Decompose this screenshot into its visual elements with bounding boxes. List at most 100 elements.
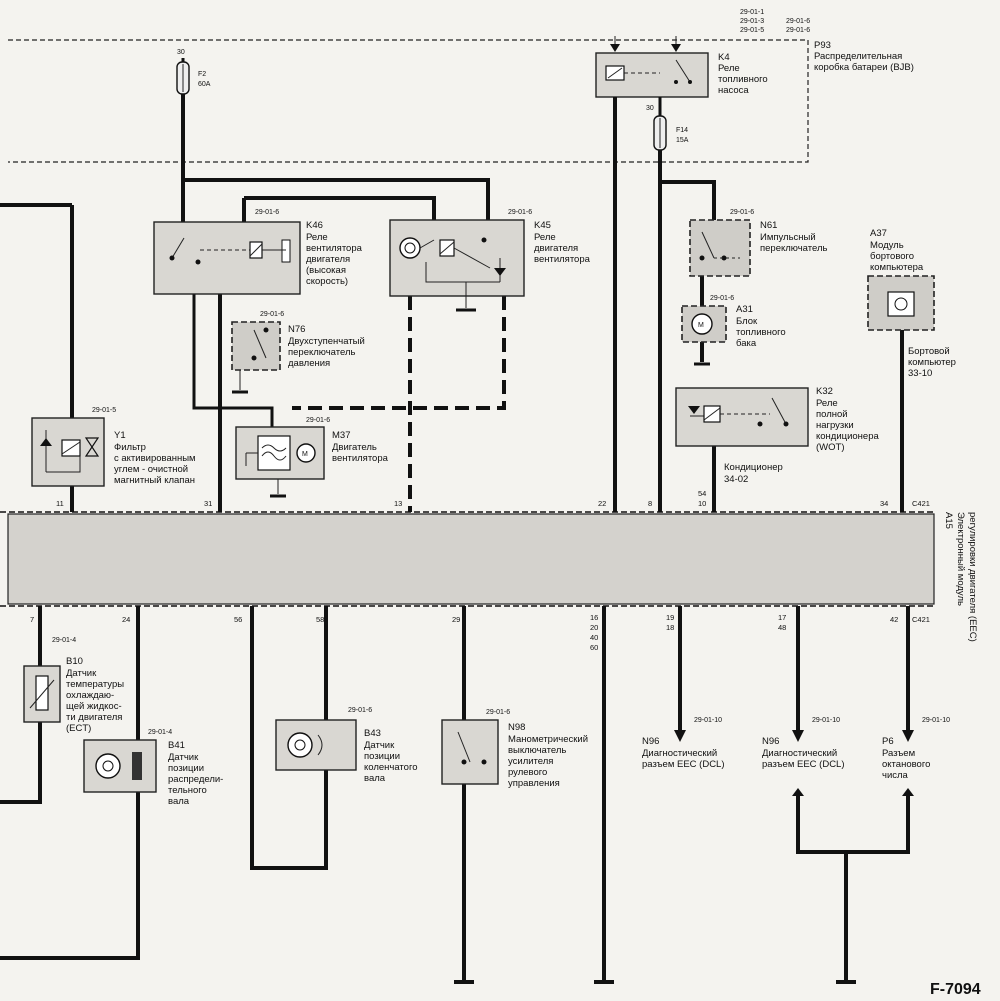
pin-top-13: 13	[394, 499, 402, 508]
relay-k32-name-5: (WOT)	[816, 442, 845, 453]
switch-n98-name-2: выключатель	[508, 745, 566, 756]
bjb-ref-5: 29-01-6	[786, 27, 810, 34]
pin-bottom-19: 19	[666, 613, 674, 622]
relay-k46-name-2: вентилятора	[306, 243, 363, 254]
connector-p6-plug-icon	[902, 788, 914, 796]
connector-p6-ref: 29-01-10	[922, 717, 950, 724]
fuse-f14-terminal: 30	[646, 105, 654, 112]
sensor-b10-name-5: ти двигателя	[66, 712, 122, 723]
connector-p6-name-2: октанового	[882, 759, 930, 770]
relay-k4-name-3: насоса	[718, 85, 749, 96]
connector-bottom: C421	[912, 615, 930, 624]
pin-bottom-20: 20	[590, 623, 598, 632]
onboard-ref-code: 33-10	[908, 368, 932, 379]
valve-y1-code: Y1	[114, 430, 126, 441]
connector-p6-icon	[902, 730, 914, 742]
relay-k32	[675, 387, 809, 447]
valve-y1-name-3: углем - очистной	[114, 464, 188, 475]
fuse-f2-rating: 60A	[198, 81, 211, 88]
sensor-b41-name-2: позиции	[168, 763, 204, 774]
upper-wires	[0, 97, 904, 512]
pin-bottom-18: 18	[666, 623, 674, 632]
sensor-b10	[23, 665, 61, 723]
relay-k4-code: K4	[718, 52, 730, 63]
relay-k46-name-4: (высокая	[306, 265, 346, 276]
sensor-b41-code: B41	[168, 740, 185, 751]
bjb-ref-3: 29-01-5	[740, 27, 764, 34]
fuse-f14	[653, 97, 667, 151]
onboard-ref-name-2: компьютер	[908, 357, 956, 368]
pump-a31-ref: 29-01-6	[710, 295, 734, 302]
switch-n61	[689, 219, 751, 277]
bjb-ref-4: 29-01-6	[786, 18, 810, 25]
switch-n98-code: N98	[508, 722, 525, 733]
relay-k45-name-3: вентилятора	[534, 254, 591, 265]
switch-n76	[231, 321, 281, 394]
bjb-ref-1: 29-01-1	[740, 9, 764, 16]
motor-m37-code: M37	[332, 430, 350, 441]
relay-k46-code: K46	[306, 220, 323, 231]
switch-n76-name-3: давления	[288, 358, 330, 369]
switch-n61-name-2: переключатель	[760, 243, 827, 254]
relay-k45-code: K45	[534, 220, 551, 231]
bjb-title-1: Распределительная	[814, 51, 902, 62]
relay-k45	[389, 219, 525, 312]
switch-n61-ref: 29-01-6	[730, 209, 754, 216]
pin-bottom-29: 29	[452, 615, 460, 624]
bjb-enclosure	[8, 39, 809, 163]
connector-n96a-name-1: Диагностический	[642, 748, 717, 759]
bjb-ref-2: 29-01-3	[740, 18, 764, 25]
sensor-b41-name-3: распредели-	[168, 774, 223, 785]
switch-n76-ref: 29-01-6	[260, 311, 284, 318]
relay-k46-name-5: скорость)	[306, 276, 348, 287]
connector-n96b-name-2: разъем EEC (DCL)	[762, 759, 845, 770]
pin-bottom-24: 24	[122, 615, 130, 624]
ecm-name-1: Электронный модуль	[955, 512, 966, 606]
connector-n96a-icon	[674, 730, 686, 742]
sensor-b41-ref: 29-01-4	[148, 729, 172, 736]
relay-k45-ref: 29-01-6	[508, 209, 532, 216]
relay-k45-name-1: Реле	[534, 232, 556, 243]
module-a37-name-1: Модуль	[870, 240, 904, 251]
svg-text:M: M	[698, 322, 704, 329]
fuse-f2-code: F2	[198, 71, 206, 78]
relay-k46-ref: 29-01-6	[255, 209, 279, 216]
valve-y1-name-1: Фильтр	[114, 442, 146, 453]
pump-a31-name-2: топливного	[736, 327, 786, 338]
sensor-b10-name-6: (ECT)	[66, 723, 91, 734]
connector-n96a-ref: 29-01-10	[694, 717, 722, 724]
motor-m37-ref: 29-01-6	[306, 417, 330, 424]
figure-id: F-7094	[930, 981, 981, 998]
motor-m37: M	[235, 426, 325, 498]
sensor-b10-name-1: Датчик	[66, 668, 97, 679]
relay-k32-name-4: кондиционера	[816, 431, 879, 442]
connector-n96b-code: N96	[762, 736, 779, 747]
switch-n98-name-3: усилителя	[508, 756, 553, 767]
sensor-b43-code: B43	[364, 728, 381, 739]
connector-n96a-name-2: разъем EEC (DCL)	[642, 759, 725, 770]
bjb-title-2: коробка батареи (BJB)	[814, 62, 914, 73]
module-a37	[867, 275, 935, 331]
onboard-ref-name-1: Бортовой	[908, 346, 950, 357]
pin-bottom-58: 58	[316, 615, 324, 624]
sensor-b41	[83, 739, 157, 793]
switch-n61-name-1: Импульсный	[760, 232, 816, 243]
switch-n98-name-1: Манометрический	[508, 734, 588, 745]
module-a37-name-2: бортового	[870, 251, 914, 262]
ecm-name-2: регулировки двигателя (EEC)	[967, 512, 978, 642]
relay-k32-name-1: Реле	[816, 398, 838, 409]
motor-m37-name-1: Двигатель	[332, 442, 377, 453]
fuse-f14-code: F14	[676, 127, 688, 134]
switch-n76-code: N76	[288, 324, 305, 335]
switch-n61-code: N61	[760, 220, 777, 231]
relay-k45-name-2: двигателя	[534, 243, 578, 254]
sensor-b41-name-5: вала	[168, 796, 190, 807]
pin-top-22: 22	[598, 499, 606, 508]
pin-top-8: 8	[648, 499, 652, 508]
switch-n98	[441, 719, 499, 785]
sensor-b43-name-1: Датчик	[364, 740, 395, 751]
sensor-b10-name-2: температуры	[66, 679, 124, 690]
dashed-wires	[218, 296, 506, 512]
fuse-f14-rating: 15A	[676, 137, 689, 144]
